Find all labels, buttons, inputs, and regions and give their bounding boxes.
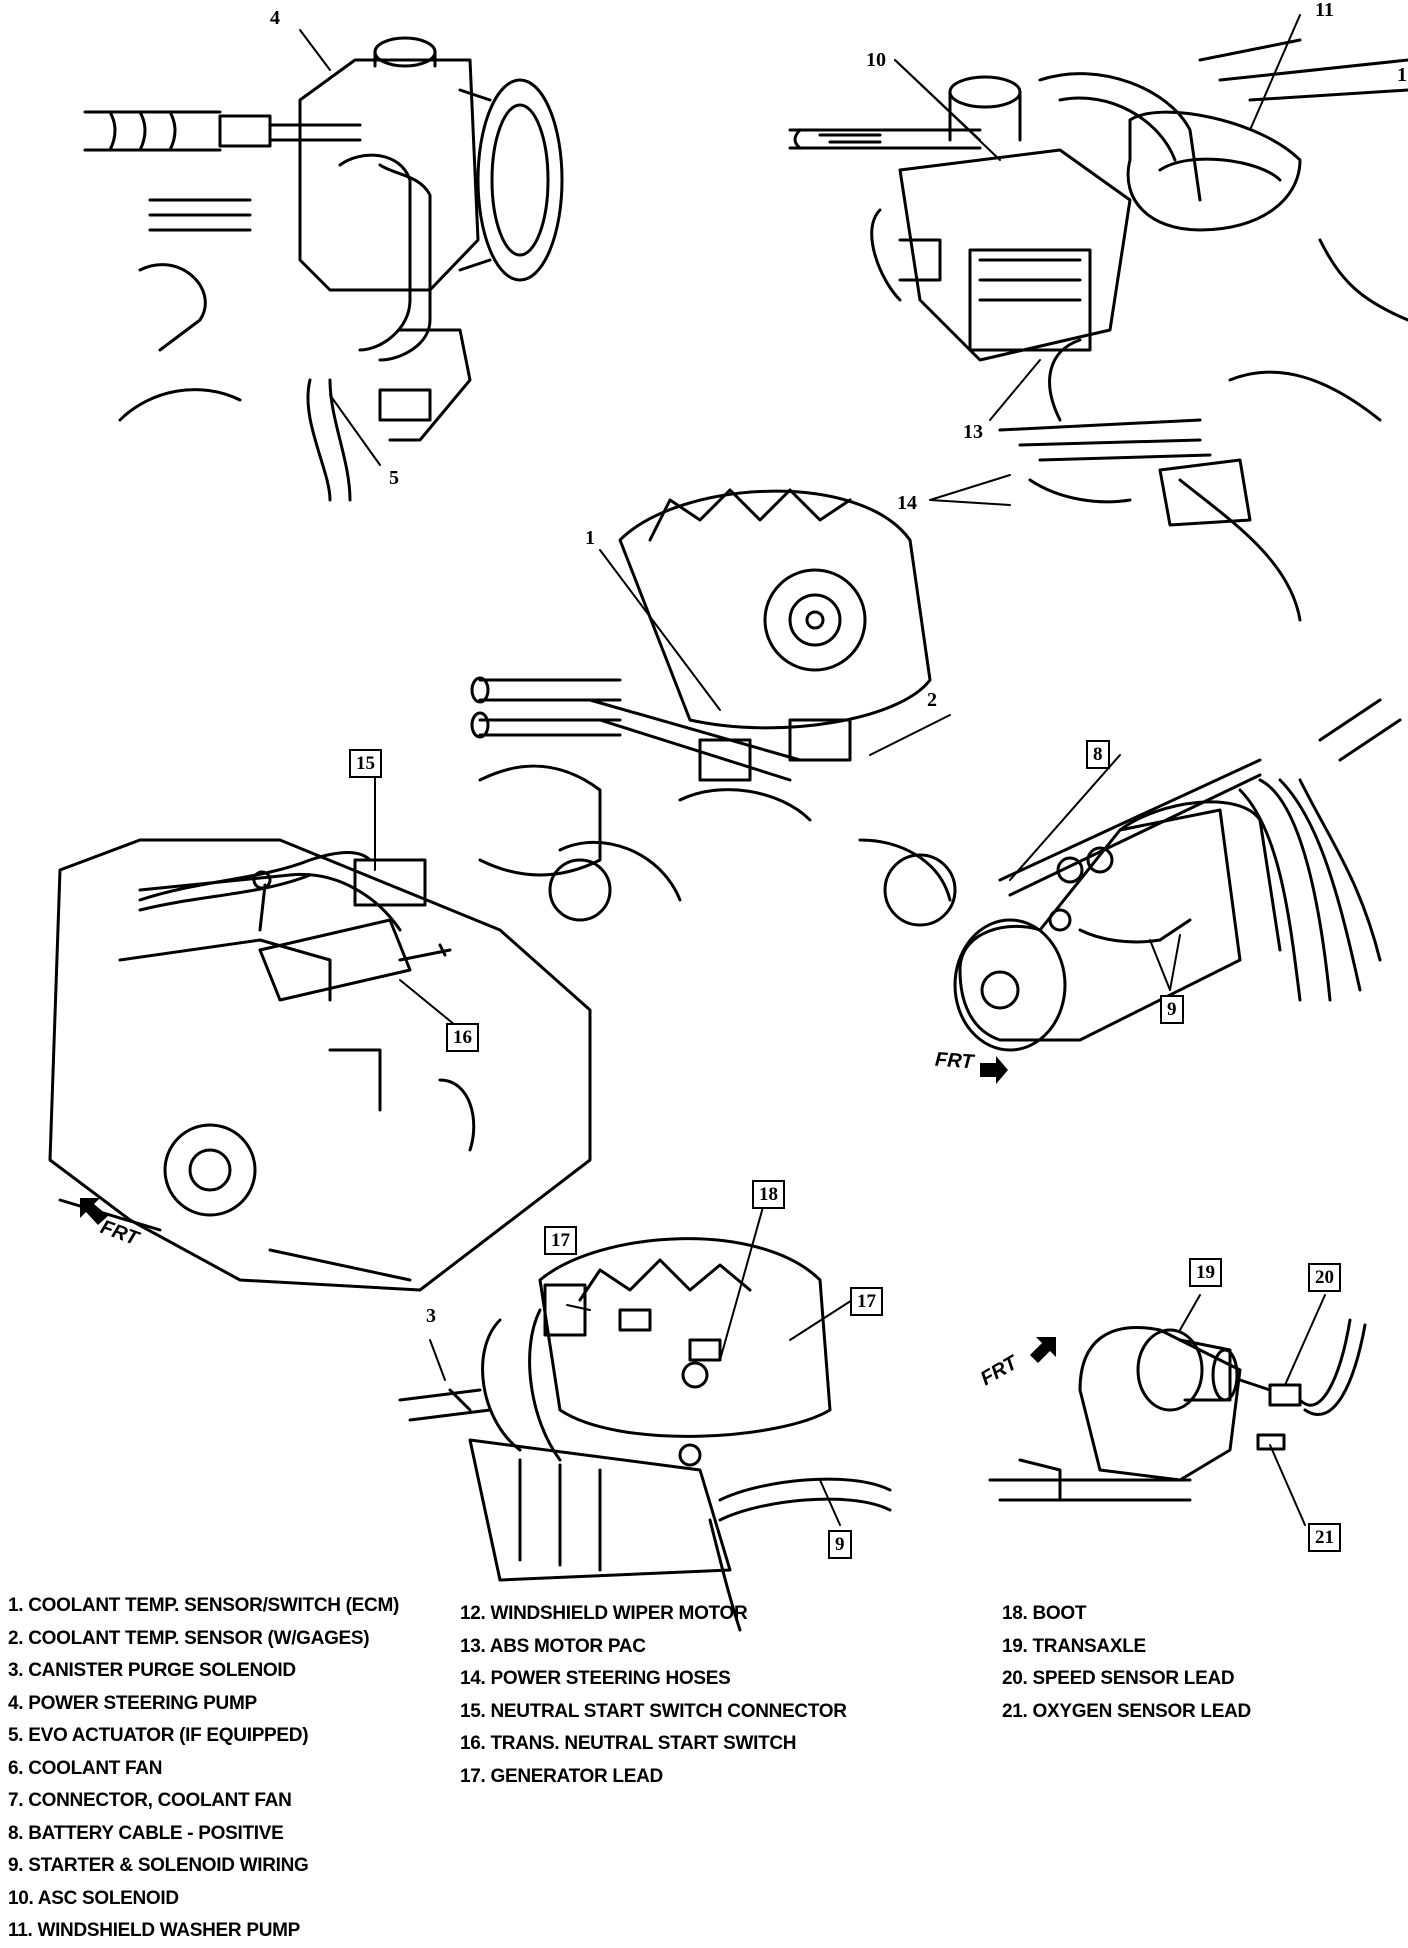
- legend-item: 12. WINDSHIELD WIPER MOTOR: [460, 1603, 748, 1624]
- callout-12: 1: [1397, 64, 1407, 86]
- legend-item: 9. STARTER & SOLENOID WIRING: [8, 1855, 309, 1876]
- callout-17-left: 17: [544, 1226, 577, 1255]
- legend-item: 18. BOOT: [1002, 1603, 1087, 1624]
- generator-coolant-sensor-drawing: [470, 488, 957, 927]
- generator-lead-drawing: [398, 1199, 892, 1632]
- legend-item: 16. TRANS. NEUTRAL START SWITCH: [460, 1733, 797, 1754]
- component-illustration: [48, 14, 1408, 1632]
- legend-item: 7. CONNECTOR, COOLANT FAN: [8, 1790, 292, 1811]
- legend-column-3: 18. BOOT 19. TRANSAXLE 20. SPEED SENSOR …: [1002, 1598, 1251, 1728]
- legend-item: 15. NEUTRAL START SWITCH CONNECTOR: [460, 1700, 847, 1722]
- legend-item: 3. CANISTER PURGE SOLENOID: [8, 1660, 296, 1681]
- callout-19: 19: [1189, 1258, 1222, 1287]
- legend-item: 17. GENERATOR LEAD: [460, 1765, 663, 1787]
- legend-item: 20. SPEED SENSOR LEAD: [1002, 1668, 1235, 1689]
- callout-8: 8: [1086, 740, 1110, 769]
- front-direction-arrows: [80, 1056, 1056, 1363]
- legend-column-2: 12. WINDSHIELD WIPER MOTOR 13. ABS MOTOR…: [460, 1598, 847, 1793]
- legend-item: 19. TRANSAXLE: [1002, 1635, 1146, 1657]
- callout-4: 4: [270, 7, 280, 29]
- callout-5: 5: [389, 467, 399, 489]
- callout-9-starter: 9: [1160, 995, 1184, 1024]
- legend-item: 5. EVO ACTUATOR (IF EQUIPPED): [8, 1725, 309, 1746]
- callout-18: 18: [752, 1180, 785, 1209]
- legend-item: 1. COOLANT TEMP. SENSOR/SWITCH (ECM): [8, 1595, 400, 1616]
- legend-item: 11. WINDSHIELD WASHER PUMP: [8, 1920, 301, 1941]
- frt-label-starter: FRT: [934, 1048, 975, 1074]
- callout-20: 20: [1308, 1263, 1341, 1292]
- callout-1: 1: [585, 527, 595, 549]
- callout-14: 14: [897, 492, 917, 514]
- legend-item: 8. BATTERY CABLE - POSITIVE: [8, 1822, 284, 1844]
- starter-drawing: [953, 698, 1402, 1052]
- callout-17-right: 17: [850, 1287, 883, 1316]
- transaxle-neutral-switch-drawing: [48, 759, 592, 1292]
- legend-item: 21. OXYGEN SENSOR LEAD: [1002, 1700, 1251, 1722]
- speed-sensor-drawing: [988, 1294, 1367, 1526]
- legend-item: 4. POWER STEERING PUMP: [8, 1692, 257, 1714]
- callout-21: 21: [1308, 1523, 1341, 1552]
- legend-item: 6. COOLANT FAN: [8, 1757, 163, 1779]
- legend-item: 13. ABS MOTOR PAC: [460, 1635, 646, 1657]
- legend-item: 2. COOLANT TEMP. SENSOR (W/GAGES): [8, 1627, 370, 1649]
- callout-15: 15: [349, 749, 382, 778]
- callout-9-generator: 9: [828, 1530, 852, 1559]
- callout-2: 2: [927, 689, 937, 711]
- callout-10: 10: [866, 49, 886, 71]
- callout-13: 13: [963, 421, 983, 443]
- callout-3: 3: [426, 1305, 436, 1327]
- legend-item: 14. POWER STEERING HOSES: [460, 1668, 731, 1689]
- callout-16: 16: [446, 1023, 479, 1052]
- power-steering-pump-drawing: [83, 29, 564, 502]
- legend-column-1: 1. COOLANT TEMP. SENSOR/SWITCH (ECM) 2. …: [8, 1590, 399, 1948]
- legend-item: 10. ASC SOLENOID: [8, 1887, 179, 1909]
- abs-motor-pac-drawing: [788, 14, 1408, 622]
- callout-11: 11: [1315, 0, 1334, 21]
